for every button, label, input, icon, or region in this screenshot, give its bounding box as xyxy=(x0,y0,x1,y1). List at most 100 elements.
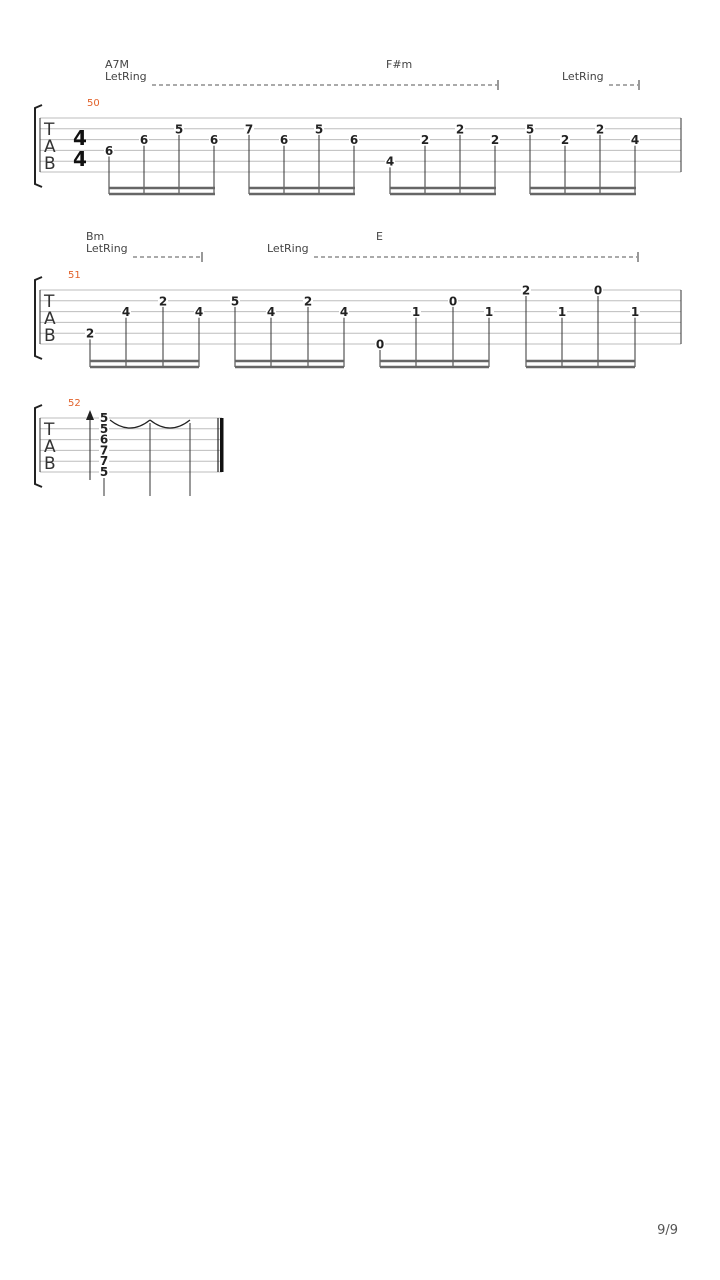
fret-background xyxy=(99,434,109,445)
system-bracket xyxy=(34,276,43,360)
fret-number: 4 xyxy=(340,305,348,319)
fret-background xyxy=(174,122,184,135)
tab-clef-t: T xyxy=(43,292,55,312)
fret-background xyxy=(630,305,640,318)
fret-number: 5 xyxy=(100,465,108,479)
fret-number: 6 xyxy=(280,133,288,147)
fret-number: 4 xyxy=(631,133,639,147)
bar-number: 52 xyxy=(68,398,81,409)
fret-background xyxy=(557,305,567,318)
fret-number: 6 xyxy=(210,133,218,147)
fret-number: 1 xyxy=(412,305,420,319)
fret-background xyxy=(525,122,535,135)
fret-number: 2 xyxy=(491,133,499,147)
tab-clef-a: A xyxy=(44,309,56,329)
fret-number: 2 xyxy=(561,133,569,147)
fret-background xyxy=(85,327,95,340)
fret-background xyxy=(630,133,640,146)
fret-number: 0 xyxy=(449,294,457,308)
system-bracket xyxy=(34,104,43,188)
fret-background xyxy=(303,294,313,307)
fret-number: 6 xyxy=(105,144,113,158)
let-ring-label: LetRing xyxy=(267,242,309,255)
tab-staff xyxy=(39,117,682,173)
fret-background xyxy=(385,155,395,168)
fret-background xyxy=(560,133,570,146)
fret-number: 6 xyxy=(100,433,108,447)
tab-clef-a: A xyxy=(44,437,56,457)
fret-background xyxy=(158,294,168,307)
fret-background xyxy=(314,122,324,135)
bar-number: 51 xyxy=(68,270,81,281)
fret-background xyxy=(375,338,385,350)
fret-number: 0 xyxy=(594,284,602,298)
chord-symbol: Bm xyxy=(86,230,104,243)
fret-background xyxy=(139,133,149,146)
fret-number: 5 xyxy=(100,411,108,425)
fret-background xyxy=(455,122,465,135)
time-signature-bottom: 4 xyxy=(73,147,87,171)
tab-clef-t: T xyxy=(43,120,55,140)
fret-background xyxy=(411,305,421,318)
fret-number: 4 xyxy=(267,305,275,319)
fret-background xyxy=(99,467,109,477)
tab-staff xyxy=(39,417,222,473)
fret-number: 7 xyxy=(100,454,108,468)
fret-number: 1 xyxy=(631,305,639,319)
fret-background xyxy=(448,294,458,307)
fret-background xyxy=(99,456,109,467)
fret-number: 2 xyxy=(456,122,464,136)
fret-number: 5 xyxy=(315,122,323,136)
fret-number: 2 xyxy=(304,294,312,308)
tab-staff xyxy=(39,289,682,345)
fret-background xyxy=(420,133,430,146)
fret-number: 5 xyxy=(526,122,534,136)
fret-background xyxy=(593,284,603,296)
fret-number: 2 xyxy=(596,122,604,136)
chord-symbol: A7M xyxy=(105,58,129,71)
fret-background xyxy=(484,305,494,318)
beams-bar-50 xyxy=(109,186,636,196)
fret-background xyxy=(349,133,359,146)
tab-clef-b: B xyxy=(44,154,56,174)
let-ring-label: LetRing xyxy=(562,70,604,83)
final-barline xyxy=(217,418,224,472)
tie-arc xyxy=(149,419,191,429)
fret-background xyxy=(104,144,114,157)
tab-clef-t: T xyxy=(43,420,55,440)
fret-number: 4 xyxy=(122,305,130,319)
fret-number: 0 xyxy=(376,338,384,352)
fret-number: 5 xyxy=(231,294,239,308)
fret-number: 2 xyxy=(522,284,530,298)
tab-clef-a: A xyxy=(44,137,56,157)
chord-symbol: E xyxy=(376,230,383,243)
fret-number: 4 xyxy=(195,305,203,319)
fret-background xyxy=(99,413,109,423)
fret-background xyxy=(99,445,109,456)
fret-background xyxy=(121,305,131,318)
fret-number: 5 xyxy=(175,122,183,136)
chord-symbol: F#m xyxy=(386,58,412,71)
fret-background xyxy=(266,305,276,318)
fret-background xyxy=(194,305,204,318)
tie-arc xyxy=(109,419,151,429)
fret-number: 5 xyxy=(100,422,108,436)
fret-number: 2 xyxy=(159,294,167,308)
fret-number: 7 xyxy=(100,443,108,457)
bar-number: 50 xyxy=(87,98,100,109)
fret-number: 1 xyxy=(558,305,566,319)
fret-number: 4 xyxy=(386,155,394,169)
fret-background xyxy=(99,423,109,434)
fret-number: 2 xyxy=(421,133,429,147)
page-number: 9/9 xyxy=(657,1223,678,1238)
fret-background xyxy=(279,133,289,146)
fret-background xyxy=(230,294,240,307)
system-bracket xyxy=(34,404,43,488)
fret-background xyxy=(521,284,531,296)
system-bar-50: A7M F#m LetRing LetRing 50 T A B 4 4 665… xyxy=(34,58,682,196)
beams-bar-51 xyxy=(90,359,635,369)
fret-background xyxy=(209,133,219,146)
